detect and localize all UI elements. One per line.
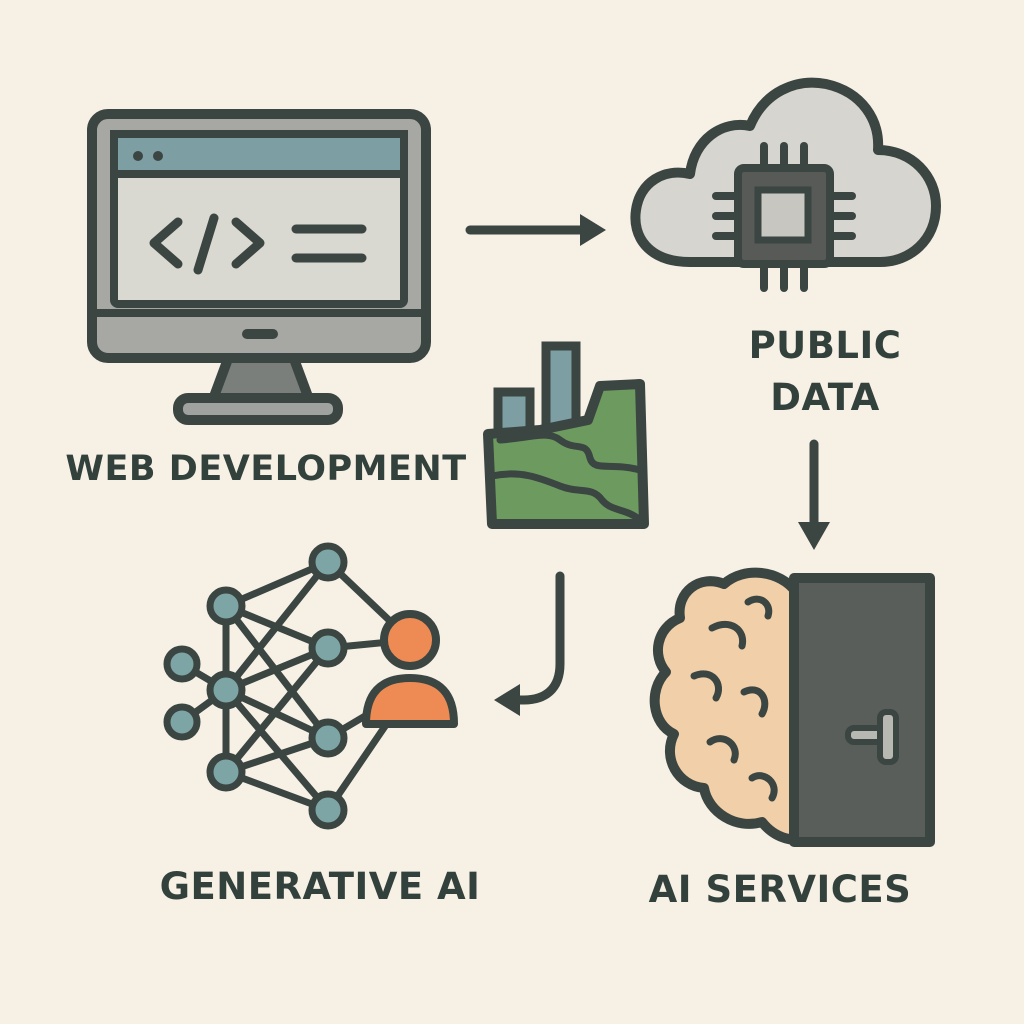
label-ai-services: AI SERVICES	[648, 868, 912, 911]
label-public-data: PUBLIC DATA	[720, 320, 930, 424]
arrow-web-to-public	[465, 214, 606, 246]
person-icon	[362, 610, 458, 728]
door-handle-icon	[845, 709, 899, 765]
code-monitor-icon	[87, 109, 431, 425]
brain-door-icon	[649, 567, 935, 847]
label-public-line2: DATA	[770, 376, 880, 419]
arrow-public-to-services	[798, 439, 830, 550]
arrow-map-to-generative	[494, 571, 565, 716]
map-bar-chart-icon	[483, 341, 649, 529]
label-public-line1: PUBLIC	[748, 324, 902, 367]
label-web-development: WEB DEVELOPMENT	[65, 449, 467, 489]
cloud-chip-icon	[630, 77, 941, 292]
neural-network-person-icon	[163, 542, 458, 830]
label-generative-ai: GENERATIVE AI	[159, 865, 481, 908]
